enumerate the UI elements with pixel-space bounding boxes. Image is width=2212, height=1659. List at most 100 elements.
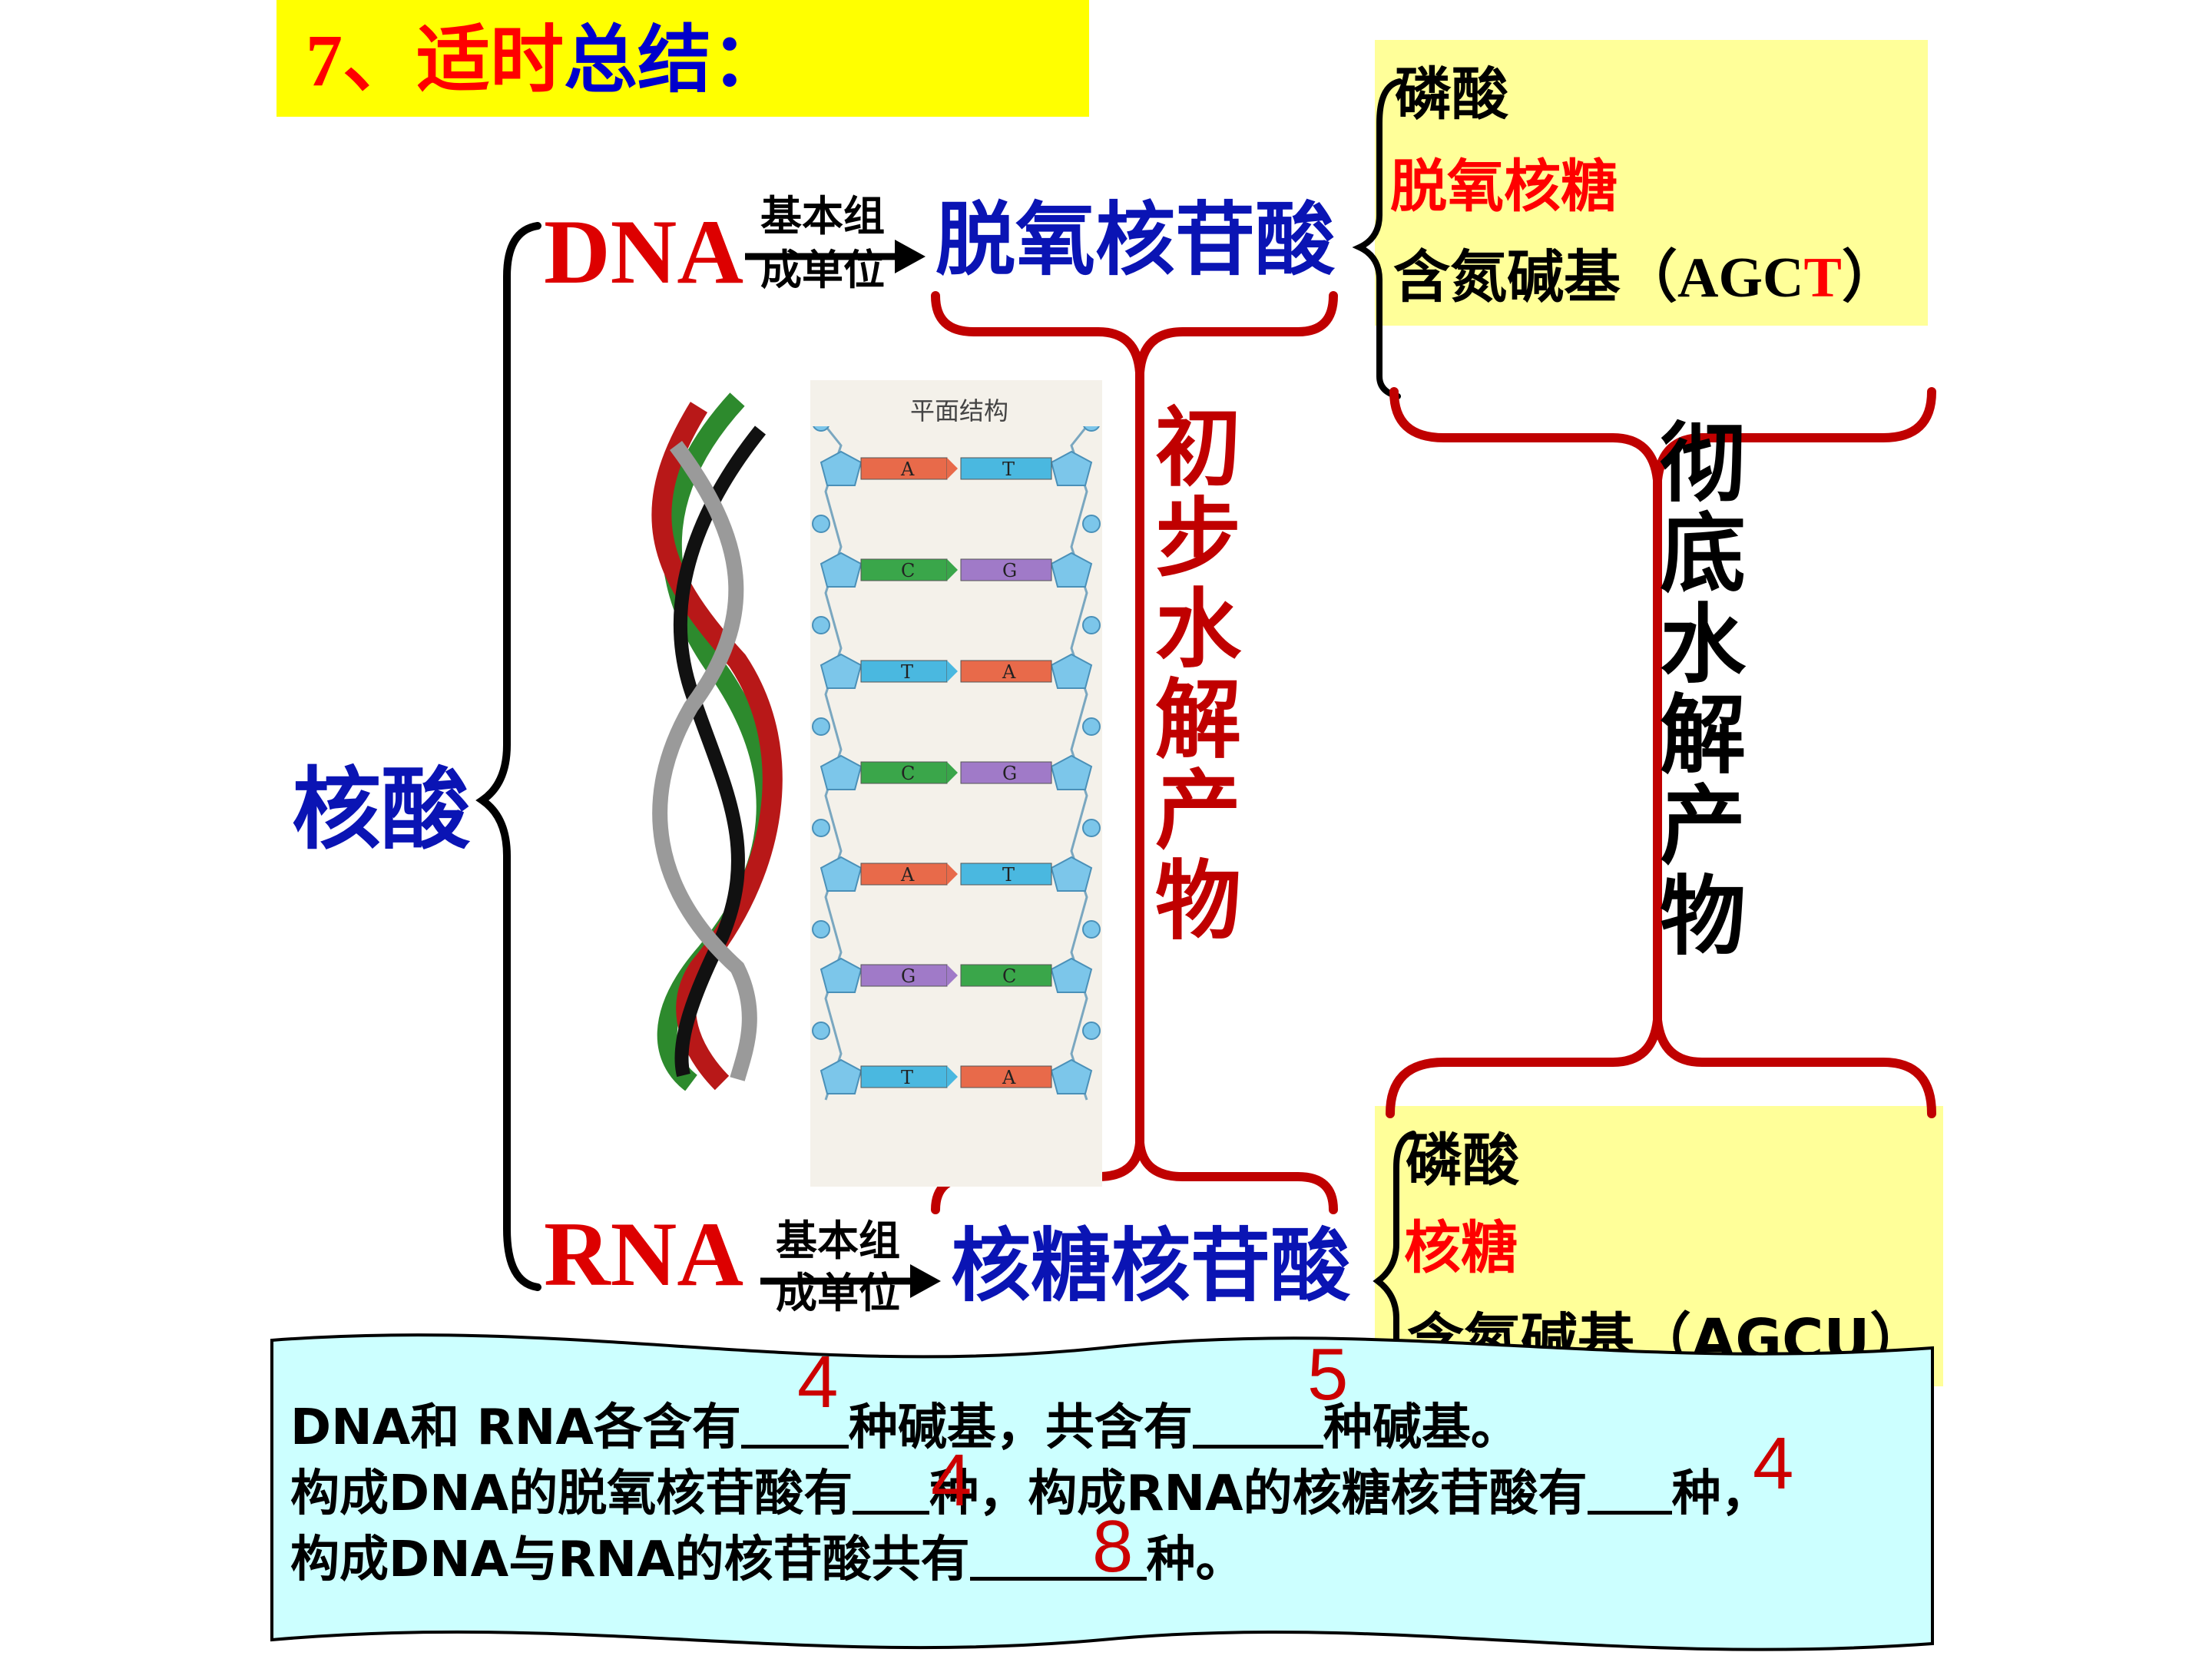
blank-base-total[interactable] (1192, 1402, 1323, 1449)
rna-arrowhead (910, 1264, 941, 1298)
answer-ribo-count: 4 (1753, 1422, 1794, 1505)
complete-hydrolysis-label: 彻 底 水 解 产 物 (1653, 419, 1753, 962)
phosphate-circle (812, 515, 830, 533)
dna-arrow-label-top: 基本组 (760, 192, 885, 240)
main-brace (475, 222, 541, 1291)
answer-deoxy-count: 4 (931, 1439, 972, 1522)
dna-arrow-label-bottom: 成单位 (760, 246, 885, 294)
phosphate-circle (1082, 717, 1101, 736)
phosphate-circle (1082, 920, 1101, 939)
answer-total-nucleotides: 8 (1092, 1505, 1134, 1588)
base-letter-left: A (900, 864, 915, 886)
base-rect-right (960, 761, 1052, 784)
base-letter-right: A (1002, 1067, 1016, 1088)
base-letter-right: A (1002, 661, 1016, 683)
sugar-pentagon (820, 856, 863, 892)
dna-label: DNA (544, 200, 743, 303)
rna-sugar: 核糖 (1404, 1215, 1518, 1281)
dna-phosphate: 磷酸 (1395, 61, 1508, 127)
initial-char: 物 (1155, 852, 1241, 952)
dna-initial-bracket (931, 291, 1338, 373)
complete-char: 解 (1660, 686, 1746, 786)
phosphate-circle (1082, 1022, 1101, 1040)
base-rect-left (860, 1065, 948, 1088)
base-rect-left (860, 964, 948, 987)
initial-char: 初 (1155, 399, 1241, 498)
q3-part-a: 构成DNA与RNA的核苷酸共有 (290, 1532, 970, 1588)
complete-char: 产 (1660, 777, 1746, 876)
complete-char: 水 (1660, 595, 1746, 695)
phosphate-circle (812, 1022, 830, 1040)
base-rect-right (960, 863, 1052, 886)
initial-char: 步 (1155, 489, 1241, 589)
sugar-pentagon (1050, 754, 1093, 790)
base-rect-left (860, 558, 948, 581)
title-part2: 总结： (564, 17, 785, 103)
dna-components-box (1375, 40, 1928, 326)
base-letter-left: T (901, 661, 913, 683)
sugar-pentagon (820, 653, 863, 689)
ribonucleotide-label: 核糖核苷酸 (951, 1219, 1351, 1313)
dna-base: 含氮碱基（AGCT） (1393, 243, 1899, 313)
phosphate-circle (1082, 819, 1101, 837)
q2-part-b: 种，构成RNA的核糖核苷酸有 (929, 1465, 1588, 1522)
base-rect-left (860, 761, 948, 784)
base-rect-left (860, 457, 948, 480)
sugar-pentagon (820, 450, 863, 486)
rna-arrow-label-bottom: 成单位 (776, 1269, 900, 1317)
base-notch-left (947, 661, 958, 682)
base-letter-right: T (1002, 459, 1015, 480)
answer-base-total: 5 (1307, 1333, 1349, 1416)
q1-part-b: 种碱基，共含有 (848, 1399, 1193, 1456)
dna-base-prefix: 含氮碱基（ (1393, 244, 1677, 310)
question-line-3: 构成DNA与RNA的核苷酸共有 种。 (290, 1527, 1245, 1593)
phosphate-circle (1082, 616, 1101, 634)
base-notch-left (947, 863, 958, 885)
base-letter-right: G (1002, 763, 1017, 784)
flat-structure-image (810, 380, 1102, 1187)
sugar-pentagon (820, 754, 863, 790)
rna-arrow-label-top: 基本组 (776, 1217, 900, 1265)
phosphate-circle (813, 426, 830, 432)
sugar-pentagon (1050, 551, 1093, 588)
blank-deoxy-count[interactable] (853, 1468, 930, 1515)
phosphate-circle (812, 616, 830, 634)
question-line-1: DNA和 RNA各含有种碱基，共含有种碱基。 (290, 1395, 1520, 1461)
initial-char: 水 (1155, 580, 1241, 680)
nucleic-acid-label: 核酸 (292, 758, 470, 862)
title-part1: 适时 (416, 17, 564, 103)
rna-phosphate: 磷酸 (1406, 1128, 1519, 1194)
page-title: 7、适时总结： (306, 14, 785, 107)
q1-part-c: 种碱基。 (1323, 1399, 1520, 1456)
complete-char: 底 (1660, 505, 1746, 604)
title-number: 7、 (306, 19, 416, 101)
phosphate-circle (812, 717, 830, 736)
sugar-pentagon (820, 551, 863, 588)
base-letter-left: A (900, 459, 915, 480)
initial-char: 产 (1155, 761, 1241, 861)
rna-label: RNA (544, 1203, 743, 1305)
sugar-pentagon (1050, 653, 1093, 689)
base-letter-left: C (901, 763, 915, 784)
question-banner (270, 1333, 1934, 1651)
rna-complete-bracket (1386, 1019, 1936, 1118)
dna-base-special: T (1803, 247, 1842, 310)
blank-total-nucleotides[interactable] (969, 1534, 1147, 1581)
dna-base-suffix: ） (1841, 244, 1899, 310)
phosphate-circle (1083, 426, 1100, 432)
phosphate-circle (1082, 515, 1101, 533)
base-rect-left (860, 660, 948, 683)
q2-part-a: 构成DNA的脱氧核苷酸有 (290, 1465, 853, 1522)
rna-components-box (1375, 1106, 1943, 1386)
sugar-pentagon (1050, 856, 1093, 892)
title-background (276, 0, 1089, 117)
rna-component-brace (1373, 1131, 1416, 1355)
blank-base-each[interactable] (740, 1402, 849, 1449)
blank-ribo-count[interactable] (1587, 1468, 1672, 1515)
q3-part-b: 种。 (1146, 1532, 1245, 1588)
base-rect-right (960, 660, 1052, 683)
base-rect-right (960, 558, 1052, 581)
base-notch-left (947, 458, 958, 479)
